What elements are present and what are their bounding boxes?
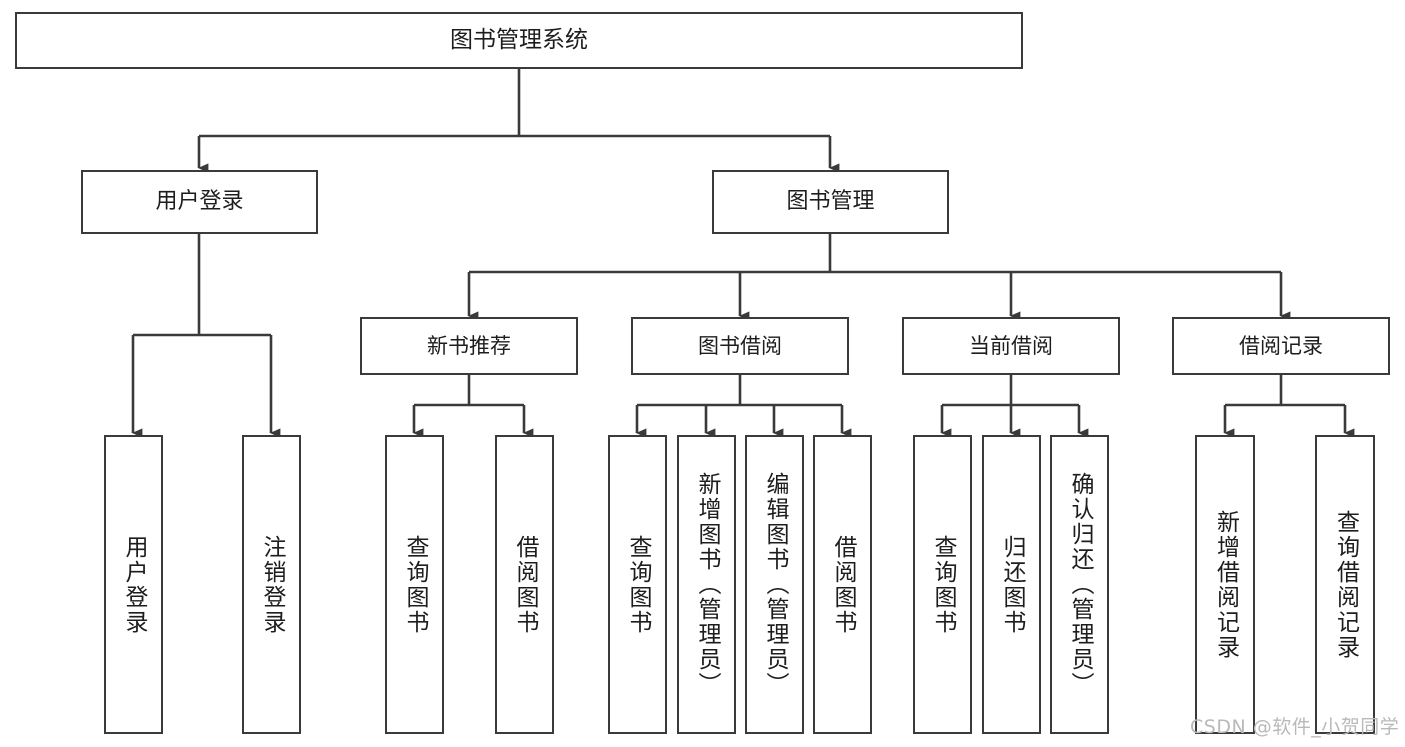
leaf-current-borrow-confirm-return-label: 确认归还（管理员） [1067, 472, 1093, 697]
leaf-borrow-record-query[interactable]: 查询借阅记录 [1315, 435, 1375, 734]
leaf-new-book-query-label: 查询图书 [402, 534, 428, 635]
leaf-current-borrow-return-label: 归还图书 [999, 534, 1025, 635]
leaf-book-borrow-borrow-label: 借阅图书 [830, 534, 856, 635]
leaf-current-borrow-return[interactable]: 归还图书 [982, 435, 1041, 734]
leaf-current-borrow-query[interactable]: 查询图书 [913, 435, 972, 734]
node-current-borrow[interactable]: 当前借阅 [902, 317, 1120, 375]
leaf-borrow-record-add-label: 新增借阅记录 [1212, 509, 1239, 660]
node-user-login[interactable]: 用户登录 [81, 170, 318, 234]
node-user-login-label: 用户登录 [155, 189, 244, 215]
node-root-system-label: 图书管理系统 [450, 26, 588, 53]
node-root-system[interactable]: 图书管理系统 [15, 12, 1023, 69]
leaf-borrow-record-query-label: 查询借阅记录 [1332, 509, 1359, 660]
leaf-user-login-login[interactable]: 用户登录 [104, 435, 163, 734]
leaf-new-book-query[interactable]: 查询图书 [385, 435, 444, 734]
leaf-current-borrow-query-label: 查询图书 [930, 534, 956, 635]
leaf-book-borrow-query-label: 查询图书 [625, 534, 651, 635]
node-book-management-label: 图书管理 [786, 189, 875, 215]
node-current-borrow-label: 当前借阅 [969, 333, 1053, 358]
node-book-management[interactable]: 图书管理 [712, 170, 949, 234]
node-new-book-recommend-label: 新书推荐 [427, 333, 511, 358]
leaf-new-book-borrow-label: 借阅图书 [512, 534, 538, 635]
node-borrow-record-label: 借阅记录 [1239, 333, 1323, 358]
csdn-watermark: CSDN @软件_小贺同学 [1190, 716, 1400, 738]
leaf-book-borrow-edit-label: 编辑图书（管理员） [762, 472, 788, 697]
leaf-user-login-logout-label: 注销登录 [259, 534, 285, 635]
leaf-current-borrow-confirm-return[interactable]: 确认归还（管理员） [1050, 435, 1109, 734]
leaf-book-borrow-borrow[interactable]: 借阅图书 [813, 435, 872, 734]
node-borrow-record[interactable]: 借阅记录 [1172, 317, 1390, 375]
leaf-book-borrow-add-label: 新增图书（管理员） [694, 472, 720, 697]
leaf-book-borrow-edit[interactable]: 编辑图书（管理员） [745, 435, 804, 734]
leaf-user-login-login-label: 用户登录 [121, 534, 147, 635]
leaf-borrow-record-add[interactable]: 新增借阅记录 [1195, 435, 1255, 734]
leaf-new-book-borrow[interactable]: 借阅图书 [495, 435, 554, 734]
leaf-user-login-logout[interactable]: 注销登录 [242, 435, 301, 734]
node-new-book-recommend[interactable]: 新书推荐 [360, 317, 578, 375]
leaf-book-borrow-query[interactable]: 查询图书 [608, 435, 667, 734]
node-book-borrow[interactable]: 图书借阅 [631, 317, 849, 375]
leaf-book-borrow-add[interactable]: 新增图书（管理员） [677, 435, 736, 734]
node-book-borrow-label: 图书借阅 [698, 333, 782, 358]
